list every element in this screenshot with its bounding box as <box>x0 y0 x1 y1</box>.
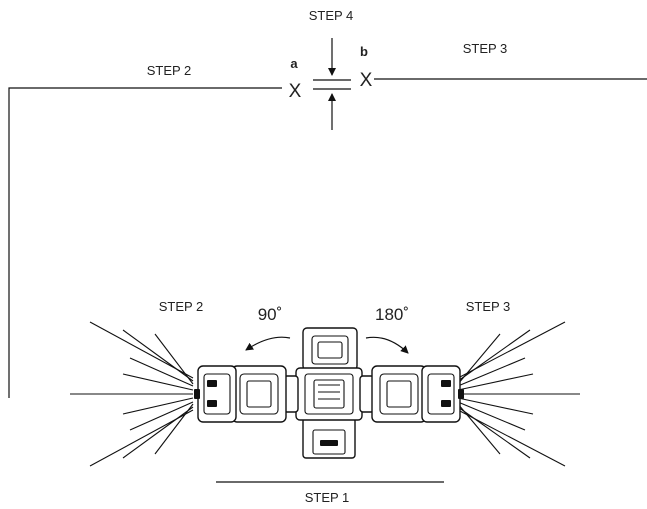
step3-top-label: STEP 3 <box>463 41 508 56</box>
step3-bottom-label: STEP 3 <box>466 299 511 314</box>
step2-laser-line <box>8 87 282 398</box>
step1-label: STEP 1 <box>305 490 350 505</box>
point-a-mark: X <box>289 81 302 102</box>
curved-arrow-left-icon <box>245 336 291 351</box>
right-laser-rays <box>457 321 580 467</box>
point-b-letter: b <box>360 44 368 59</box>
step2-top-label: STEP 2 <box>147 63 192 78</box>
angle-180-label: 180˚ <box>375 305 409 324</box>
step2-bottom-label: STEP 2 <box>159 299 204 314</box>
angle-90-label: 90˚ <box>258 305 283 324</box>
step4-top-label: STEP 4 <box>309 8 354 23</box>
point-b-mark: X <box>360 70 373 91</box>
left-laser-rays <box>70 321 194 467</box>
curved-arrow-right-icon <box>365 336 409 354</box>
laser-level-device-icon <box>194 327 464 459</box>
point-a-letter: a <box>290 56 298 71</box>
